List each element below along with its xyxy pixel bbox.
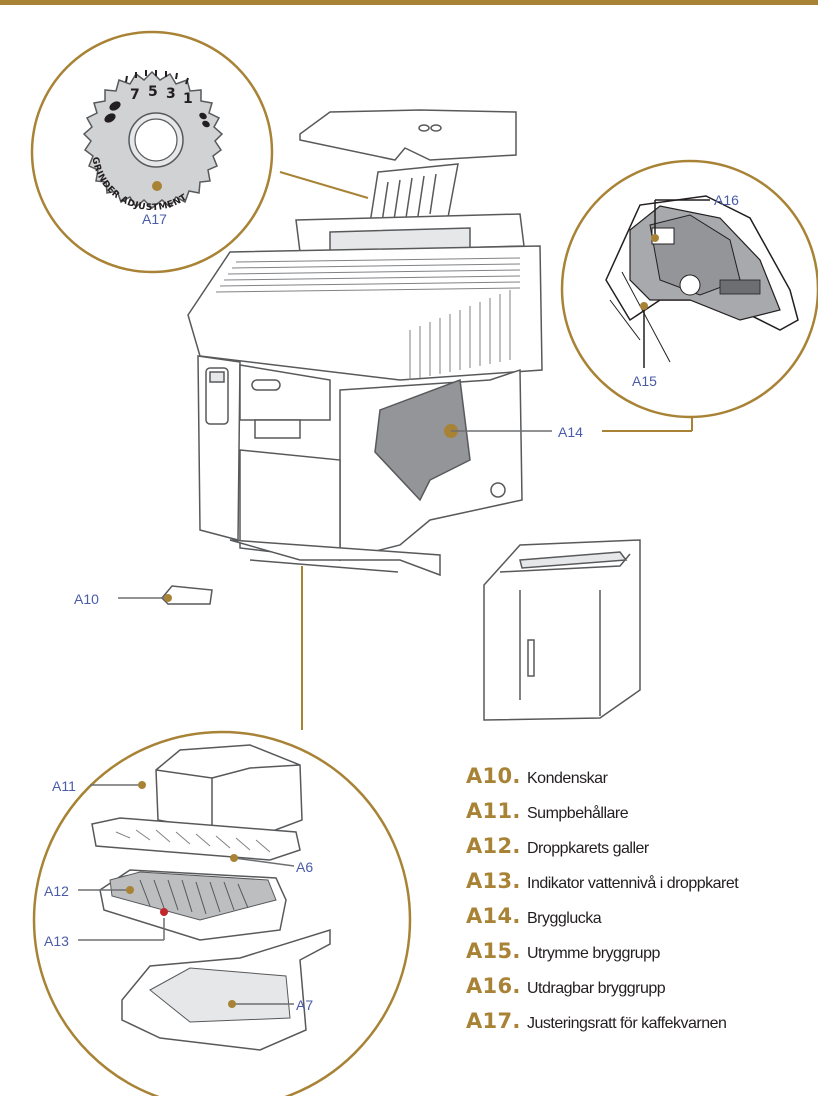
coffee-machine bbox=[160, 109, 641, 721]
legend-text: Droppkarets galler bbox=[527, 840, 649, 857]
legend-text: Brygglucka bbox=[527, 910, 602, 927]
condensate-tray bbox=[160, 585, 213, 605]
legend-code: A16. bbox=[466, 974, 521, 998]
legend-text: Utrymme bryggrupp bbox=[527, 945, 660, 962]
legend-item: A11. Sumpbehållare bbox=[466, 799, 818, 834]
drip-tray-magnifier: A11 A6 A12 A13 A7 bbox=[32, 730, 412, 1096]
callout-a6: A6 bbox=[296, 859, 313, 875]
drip-grid bbox=[91, 817, 301, 861]
dial-number-5: 5 bbox=[148, 84, 158, 100]
coffee-spout bbox=[254, 419, 301, 439]
legend-item: A10. Kondenskar bbox=[466, 764, 818, 799]
callout-a12: A12 bbox=[44, 883, 69, 899]
legend-code: A10. bbox=[466, 764, 521, 788]
legend-code: A14. bbox=[466, 904, 521, 928]
callout-a15: A15 bbox=[632, 373, 657, 389]
callout-a16: A16 bbox=[714, 192, 739, 208]
legend-code: A11. bbox=[466, 799, 521, 823]
brew-door bbox=[374, 378, 471, 502]
dial-number-1: 1 bbox=[183, 91, 193, 107]
callout-a10: A10 bbox=[74, 591, 99, 607]
brew-unit-magnifier: A16 A15 bbox=[560, 159, 818, 419]
legend-code: A17. bbox=[466, 1009, 521, 1033]
parts-legend: A10. Kondenskar A11. Sumpbehållare A12. … bbox=[466, 764, 818, 1044]
connector-dial bbox=[279, 171, 369, 199]
legend-text: Utdragbar bryggrupp bbox=[527, 980, 666, 997]
legend-code: A15. bbox=[466, 939, 521, 963]
water-tank bbox=[483, 539, 641, 721]
legend-item: A15. Utrymme bryggrupp bbox=[466, 939, 818, 974]
top-rule bbox=[0, 0, 818, 5]
callout-a17: A17 bbox=[142, 211, 167, 227]
legend-item: A16. Utdragbar bryggrupp bbox=[466, 974, 818, 1009]
legend-item: A12. Droppkarets galler bbox=[466, 834, 818, 869]
legend-code: A13. bbox=[466, 869, 521, 893]
legend-text: Sumpbehållare bbox=[527, 805, 629, 822]
legend-text: Justeringsratt för kaffekvarnen bbox=[527, 1015, 727, 1032]
dial-number-7: 7 bbox=[130, 87, 140, 103]
legend-item: A17. Justeringsratt för kaffekvarnen bbox=[466, 1009, 818, 1044]
grounds-container bbox=[155, 744, 303, 833]
dial-number-3: 3 bbox=[166, 86, 176, 102]
legend-item: A14. Brygglucka bbox=[466, 904, 818, 939]
fine-bean-icon bbox=[199, 112, 210, 128]
legend-code: A12. bbox=[466, 834, 521, 858]
callout-a11: A11 bbox=[52, 778, 76, 794]
callout-a14: A14 bbox=[558, 424, 583, 440]
legend-item: A13. Indikator vattennivå i droppkaret bbox=[466, 869, 818, 904]
dial-magnifier: 7 5 3 1 GRINDER ADJUSTMENT A17 bbox=[30, 30, 274, 274]
bean-container-lid bbox=[299, 109, 517, 161]
callout-a13: A13 bbox=[44, 933, 69, 949]
legend-text: Kondenskar bbox=[527, 770, 608, 787]
callout-a7: A7 bbox=[296, 997, 313, 1013]
coarse-bean-icon bbox=[104, 101, 121, 123]
legend-text: Indikator vattennivå i droppkaret bbox=[527, 875, 739, 892]
